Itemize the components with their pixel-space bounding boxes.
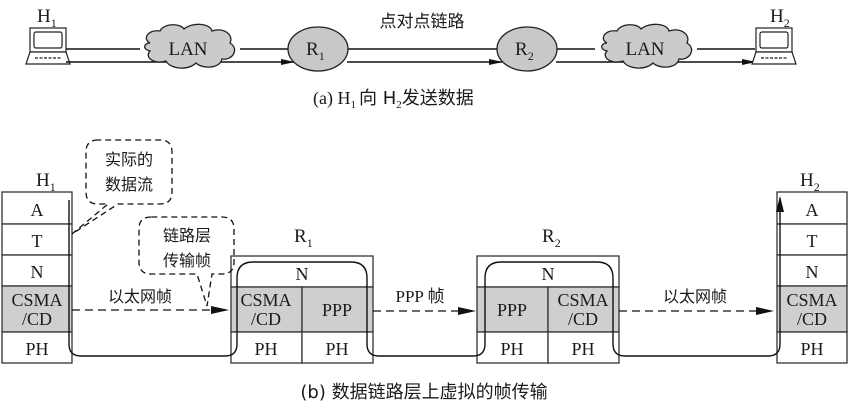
layer-ph: PH (325, 339, 348, 359)
layer-cd: /CD (251, 309, 281, 329)
arrowhead-icon (756, 307, 774, 315)
router-r1: R1 (287, 26, 349, 72)
layer-csma: CSMA (240, 290, 291, 310)
layer-ph: PH (571, 339, 594, 359)
lan-left-label: LAN (168, 39, 207, 60)
flow-arrowhead-icon (776, 196, 784, 212)
layer-csma: CSMA (11, 290, 62, 310)
layer-ph: PH (25, 339, 48, 359)
lan-cloud-right: LAN (601, 23, 693, 69)
stack-h2-title: H2 (800, 170, 820, 194)
laptop-h1-icon (25, 27, 71, 65)
callout-line-2: 传输帧 (163, 251, 211, 270)
host-h2-label: H2 (770, 6, 790, 30)
callout-actual-data-flow: 实际的 数据流 (71, 139, 173, 235)
caption-b: (b) 数据链路层上虚拟的帧传输 (300, 382, 547, 403)
stack-r2: N PPP CSMA /CD PH PH (476, 255, 620, 364)
layer-n: N (806, 262, 819, 282)
router-r2: R2 (496, 26, 558, 72)
stack-r2-title: R2 (542, 226, 561, 250)
stack-r1: N CSMA /CD PPP PH PH (230, 255, 374, 364)
stack-h1: A T N CSMA /CD PH (1, 191, 73, 364)
callout-line-1: 实际的 (105, 150, 153, 169)
stack-h2: A T N CSMA /CD PH (776, 191, 848, 364)
stack-r1-title: R1 (294, 226, 313, 250)
layer-n: N (296, 264, 309, 284)
actual-data-flow-path (68, 198, 781, 357)
layer-ph: PH (254, 339, 277, 359)
eth-frame-left-label: 以太网帧 (108, 287, 172, 306)
callout-line-1: 链路层 (163, 226, 211, 245)
arrowhead-icon (211, 306, 229, 314)
eth-frame-right-label: 以太网帧 (663, 287, 727, 306)
p2p-link-label: 点对点链路 (380, 12, 465, 32)
layer-ph: PH (500, 339, 523, 359)
layer-csma: CSMA (786, 290, 837, 310)
layer-a: A (806, 200, 819, 220)
layer-n: N (31, 262, 44, 282)
layer-cd: /CD (568, 309, 598, 329)
part-a-network: H1 LAN R1 点对点链路 R2 LAN (25, 6, 797, 111)
stack-h1-title: H1 (36, 170, 56, 194)
router-r2-label: R2 (515, 39, 534, 63)
layer-t: T (807, 231, 818, 251)
laptop-h2-icon (751, 27, 797, 65)
lan-cloud-left: LAN (144, 23, 236, 69)
part-b-stack-diagram: H1 A T N CSMA /CD PH R1 N CSMA /CD PPP (1, 139, 848, 403)
layer-t: T (32, 231, 43, 251)
layer-ppp: PPP (322, 300, 352, 320)
layer-ppp: PPP (497, 300, 527, 320)
layer-a: A (31, 200, 44, 220)
layer-ph: PH (800, 339, 823, 359)
callout-line-2: 数据流 (105, 175, 153, 194)
router-r1-label: R1 (306, 39, 325, 63)
arrowhead-icon (458, 307, 476, 315)
ppp-frame-label: PPP 帧 (396, 287, 445, 306)
lan-right-label: LAN (625, 39, 664, 60)
layer-cd: /CD (22, 309, 52, 329)
layer-cd: /CD (797, 309, 827, 329)
layer-n: N (542, 264, 555, 284)
layer-csma: CSMA (557, 290, 608, 310)
host-h1-label: H1 (37, 6, 57, 30)
callout-link-layer-frame: 链路层 传输帧 (138, 216, 235, 307)
